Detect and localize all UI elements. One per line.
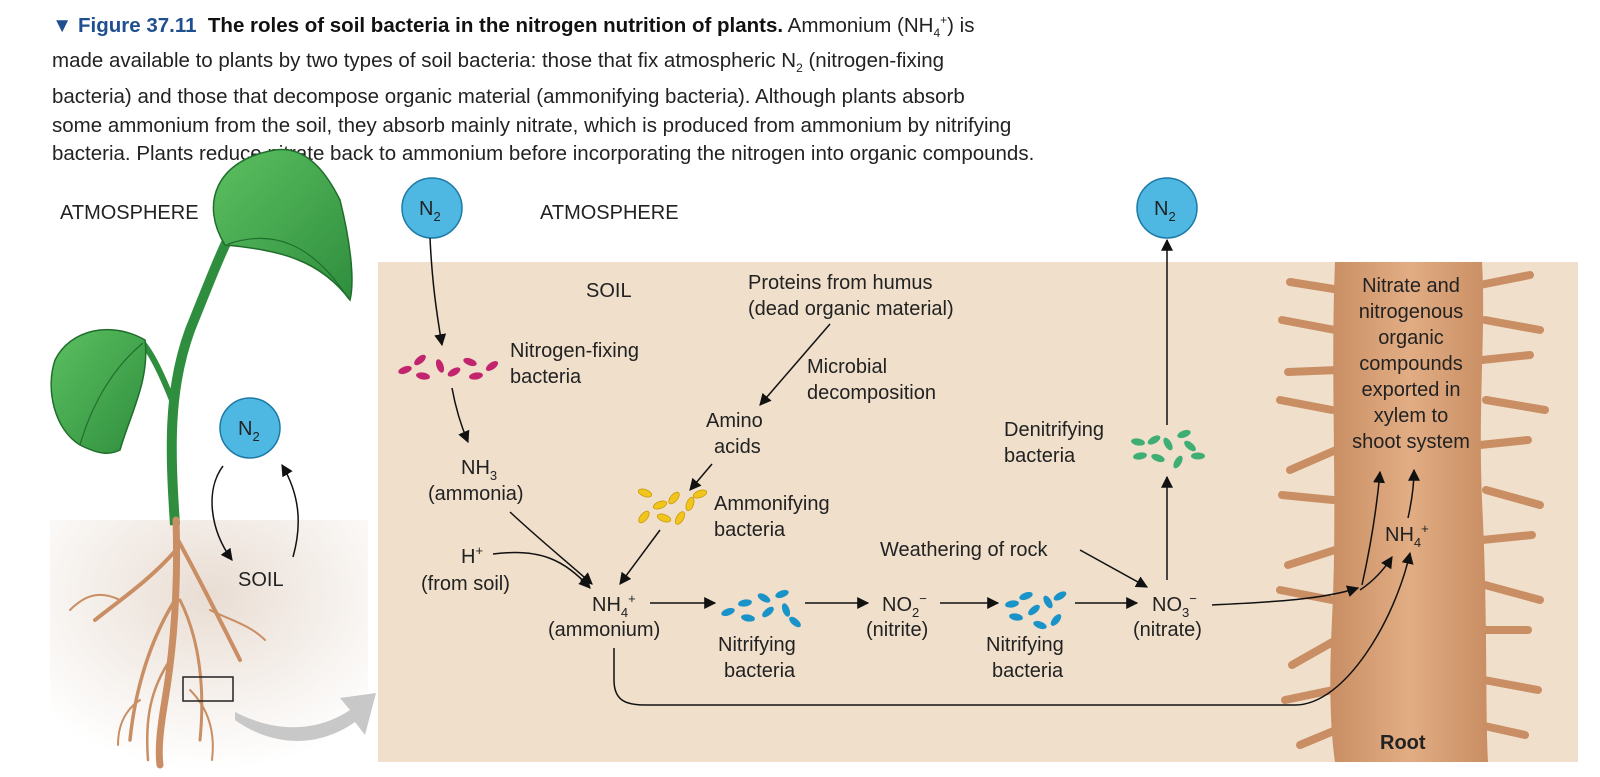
main-soil-label: SOIL xyxy=(586,280,632,302)
nitrifying-1-label-1: Nitrifying xyxy=(718,634,796,656)
n2-left-label: N2 xyxy=(419,198,441,224)
caption-sub-2: 2 xyxy=(796,61,803,76)
caption-text-4: some ammonium from the soil, they absorb… xyxy=(52,113,1012,137)
plant-atmosphere-label: ATMOSPHERE xyxy=(60,202,199,224)
plant-panel: ATMOSPHERE N2 SOIL xyxy=(50,148,376,770)
weathering-label: Weathering of rock xyxy=(880,539,1048,561)
nitrifying-2-label-2: bacteria xyxy=(992,660,1064,682)
h-plus-source: (from soil) xyxy=(421,573,510,595)
root-nh4-formula: NH4+ xyxy=(1385,521,1429,550)
plant-stem xyxy=(166,232,235,526)
no3-name: (nitrate) xyxy=(1133,619,1202,641)
caption-sub-4: 4 xyxy=(933,25,941,40)
export-line-3: organic xyxy=(1378,327,1444,349)
plant-n2-label: N2 xyxy=(238,418,260,444)
export-line-5: exported in xyxy=(1362,379,1461,401)
amino-label-1: Amino xyxy=(706,410,763,432)
proteins-label-1: Proteins from humus xyxy=(748,272,933,294)
arrow-ammonifying-to-nh4 xyxy=(619,529,661,585)
plant-arrow-up xyxy=(281,463,299,558)
caption-text-2a: made available to plants by two types of… xyxy=(52,49,797,73)
arrow-root-nh4-from-left xyxy=(1359,555,1393,591)
arrow-proteins-to-amino xyxy=(759,323,831,406)
zoom-arrow xyxy=(235,693,376,741)
caption-sup-plus: + xyxy=(940,13,948,27)
denitrifying-bacteria xyxy=(1131,429,1205,469)
export-line-4: compounds xyxy=(1359,353,1462,375)
arrow-amino-to-ammonifying xyxy=(689,463,713,491)
nh3-name: (ammonia) xyxy=(428,483,524,505)
proteins-label-2: (dead organic material) xyxy=(748,298,954,320)
amino-label-2: acids xyxy=(714,436,761,458)
caption-text-2b: (nitrogen-fixing xyxy=(802,49,945,73)
nitrifying-bacteria-1 xyxy=(721,589,801,628)
export-line-6: xylem to xyxy=(1374,405,1448,427)
zoom-box xyxy=(182,676,234,702)
nh4-formula: NH4+ xyxy=(592,591,636,620)
plant-soil-label: SOIL xyxy=(238,569,284,591)
denitrifying-label-2: bacteria xyxy=(1004,445,1076,467)
no3-formula: NO3− xyxy=(1152,591,1197,620)
arrow-n2-to-fixing xyxy=(429,237,447,347)
denitrifying-label-1: Denitrifying xyxy=(1004,419,1104,441)
flow-arrows xyxy=(429,237,1420,706)
root-label: Root xyxy=(1380,732,1426,754)
nh4-name: (ammonium) xyxy=(548,619,660,641)
nitrogen-fixing-label-1: Nitrogen-fixing xyxy=(510,340,639,362)
ammonifying-bacteria xyxy=(637,488,708,525)
h-plus-formula: H+ xyxy=(461,543,483,568)
microbial-label-1: Microbial xyxy=(807,356,887,378)
nitrogen-fixing-bacteria xyxy=(398,354,499,380)
plant-n2-circle xyxy=(219,397,281,459)
nh3-formula: NH3 xyxy=(461,457,497,483)
no2-formula: NO2− xyxy=(882,591,927,620)
export-line-1: Nitrate and xyxy=(1362,275,1460,297)
arrow-weathering-to-no3 xyxy=(1079,549,1149,588)
nitrogen-fixing-label-2: bacteria xyxy=(510,366,582,388)
main-atmosphere-label: ATMOSPHERE xyxy=(540,202,679,224)
arrow-no3-to-root xyxy=(1211,585,1360,606)
no2-name: (nitrite) xyxy=(866,619,928,641)
arrow-root-up-1 xyxy=(1361,470,1385,586)
figure-number: ▼ Figure 37.11 xyxy=(52,13,197,37)
caption-text-1b: ) is xyxy=(947,13,975,37)
n2-circle-right xyxy=(1136,177,1198,239)
plant-arrow-down xyxy=(211,465,233,561)
nitrifying-2-label-1: Nitrifying xyxy=(986,634,1064,656)
n2-right-label: N2 xyxy=(1154,198,1176,224)
export-text: Nitrate and nitrogenous organic compound… xyxy=(1352,275,1470,453)
arrow-fixing-to-nh3 xyxy=(451,387,470,444)
upper-leaf xyxy=(212,148,353,302)
n2-circle-left xyxy=(401,177,463,239)
ammonifying-label-2: bacteria xyxy=(714,519,786,541)
figure-title: The roles of soil bacteria in the nitrog… xyxy=(207,13,784,37)
figure-caption: ▼ Figure 37.11 The roles of soil bacteri… xyxy=(52,6,1172,169)
microbial-label-2: decomposition xyxy=(807,382,936,404)
ammonifying-label-1: Ammonifying xyxy=(714,493,830,515)
caption-text-1a: Ammonium (NH xyxy=(787,13,934,37)
nitrifying-1-label-2: bacteria xyxy=(724,660,796,682)
arrow-nh4-bypass-to-root xyxy=(613,551,1414,706)
plant-roots xyxy=(69,516,266,769)
arrow-hplus-to-nh4 xyxy=(492,551,591,589)
nitrifying-bacteria-2 xyxy=(1005,591,1067,630)
lower-leaf xyxy=(50,328,147,455)
caption-text-3: bacteria) and those that decompose organ… xyxy=(52,85,965,109)
export-line-7: shoot system xyxy=(1352,431,1470,453)
arrow-root-up-2 xyxy=(1407,468,1420,519)
export-line-2: nitrogenous xyxy=(1359,301,1464,323)
